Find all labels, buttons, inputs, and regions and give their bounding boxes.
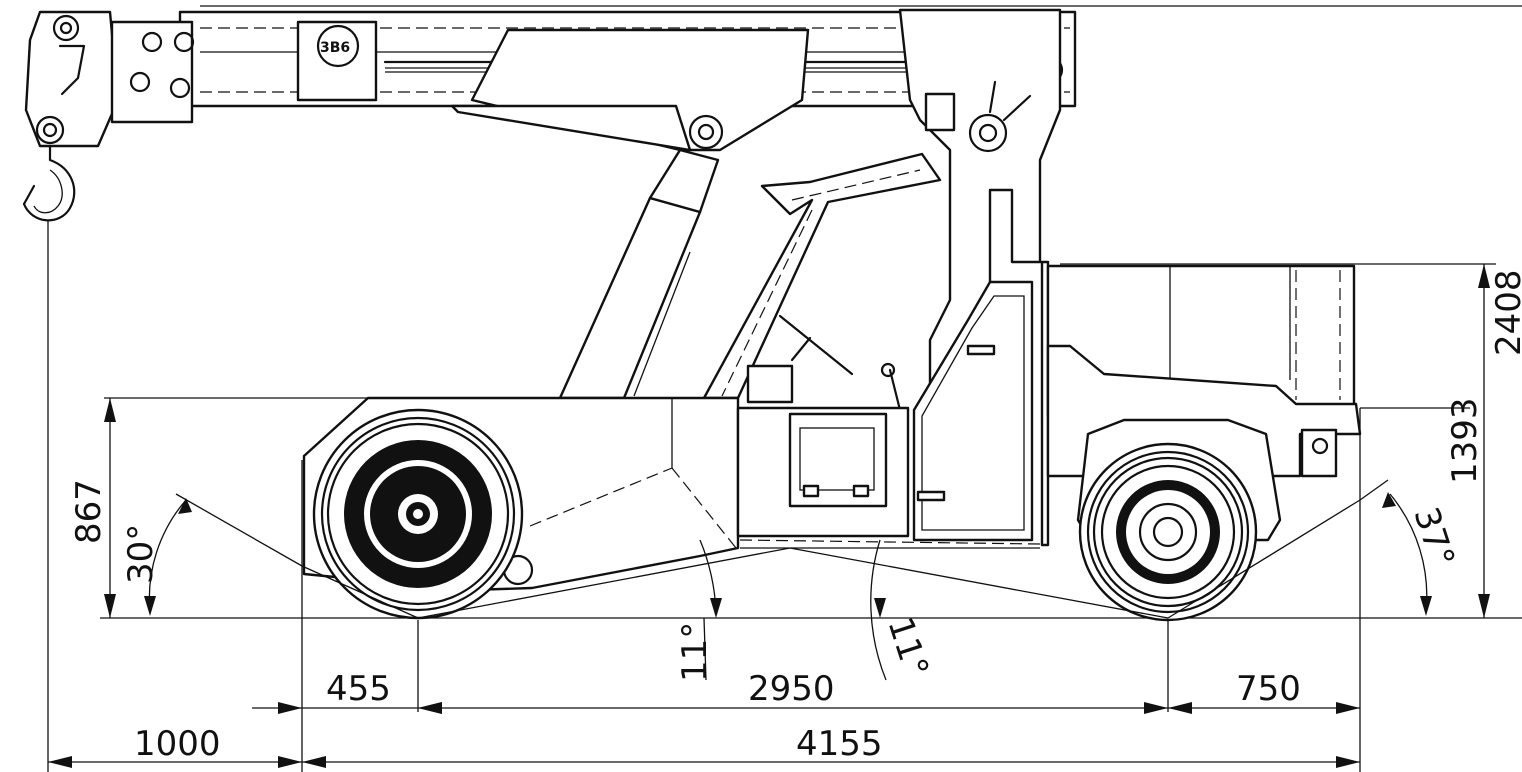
side-door	[912, 280, 1034, 542]
dimension-4155: 4155	[302, 724, 1360, 768]
rear-wheel	[1078, 442, 1258, 622]
angle-ramp-right-label: 11°	[879, 612, 936, 682]
dimension-1393: 1393	[1445, 264, 1490, 618]
dim-867-label: 867	[69, 479, 109, 544]
dim-2408-label: 2408	[1489, 269, 1522, 356]
lift-cylinder	[450, 28, 810, 400]
dimension-2408: 2408	[1489, 269, 1522, 356]
dimension-867: 867	[69, 398, 116, 618]
dimension-750: 750	[1168, 669, 1360, 714]
dimension-1000: 1000	[48, 724, 302, 768]
angle-rear-departure-label: 37°	[1405, 502, 1462, 572]
dim-4155-label: 4155	[796, 724, 883, 764]
dim-750-label: 750	[1236, 669, 1301, 709]
dim-2950-label: 2950	[748, 669, 835, 709]
angle-front-approach-label: 30°	[121, 524, 161, 584]
dim-1393-label: 1393	[1445, 397, 1485, 484]
dimension-455: 455	[252, 669, 442, 714]
front-wheel	[312, 408, 524, 620]
dimension-2950: 2950	[418, 669, 1168, 714]
crane-boom: 3B6	[178, 5, 1522, 108]
dim-455-label: 455	[326, 669, 391, 709]
clearance-lines	[144, 479, 1432, 681]
cab-frame	[702, 8, 1062, 547]
boom-head-hook	[22, 10, 195, 222]
boom-logo: 3B6	[320, 40, 350, 56]
dim-1000-label: 1000	[134, 724, 221, 764]
extension-lines	[47, 220, 1496, 772]
angle-ramp-left-label: 11°	[675, 622, 715, 682]
